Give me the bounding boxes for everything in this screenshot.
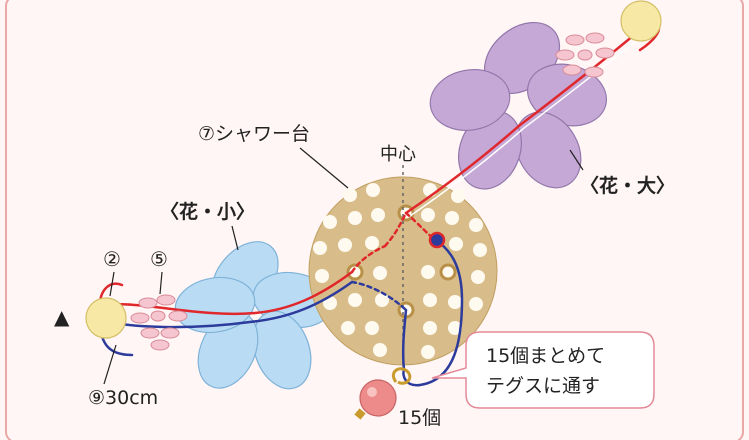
bead-cluster-left <box>130 294 188 351</box>
bottom-bead <box>354 367 412 420</box>
leader-shower-base <box>299 147 349 189</box>
shower-base <box>308 165 498 370</box>
callout-line1: 15個まとめて <box>486 345 605 367</box>
label-wire: ⑨30cm <box>88 387 158 409</box>
leader-part-5 <box>159 271 163 295</box>
callout-line2: テグスに通す <box>486 375 600 397</box>
knot-bead <box>428 231 446 249</box>
flower-small <box>174 241 334 390</box>
label-part-5: ⑤ <box>150 247 168 271</box>
yellow-bead-right <box>620 0 662 42</box>
label-count: 15個 <box>398 407 441 429</box>
label-shower-base: ⑦シャワー台 <box>198 123 310 145</box>
label-flower-large: 〈花・大〉 <box>580 174 675 197</box>
leader-part-2 <box>109 271 115 297</box>
leader-wire <box>103 344 117 385</box>
label-flower-small: 〈花・小〉 <box>160 200 255 223</box>
label-part-2: ② <box>103 247 121 271</box>
callout: 15個まとめて テグスに通す <box>431 331 655 409</box>
bead-cluster-right <box>555 32 615 78</box>
leader-flower-small <box>231 225 239 251</box>
label-marker: ▲ <box>54 305 70 329</box>
label-center: 中心 <box>380 144 416 165</box>
leader-flower-large <box>569 149 584 171</box>
yellow-bead-left <box>85 297 127 339</box>
